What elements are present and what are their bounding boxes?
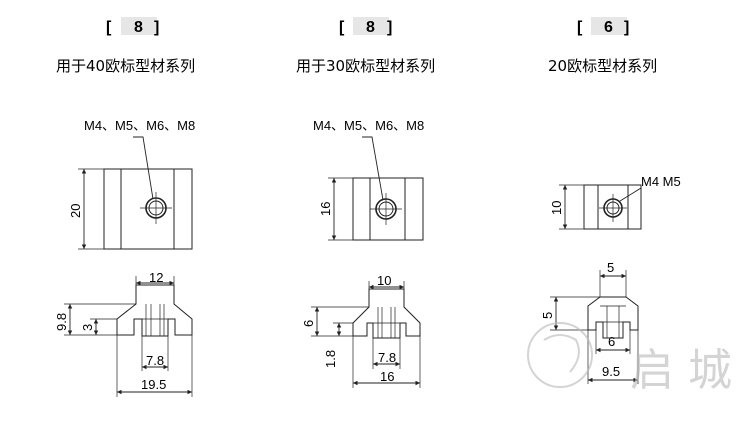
header-col-3: [ 6 ] 20欧标型材系列 <box>548 17 657 75</box>
col3-dim-base: 9.5 <box>602 364 620 379</box>
col2-thread-label: M4、M5、M6、M8 <box>313 118 424 133</box>
col2-profile-view <box>311 281 421 388</box>
col2-height-label: 16 <box>318 202 333 216</box>
col3-nut-outline <box>587 296 639 339</box>
header-2-bracket-left: [ <box>339 19 345 36</box>
header-1-number: 8 <box>134 19 143 36</box>
col3-dim-total-h: 5 <box>540 312 555 319</box>
col3-height-label: 10 <box>549 201 564 215</box>
header-2-subtitle: 用于30欧标型材系列 <box>296 57 435 75</box>
col1-dim-lower-h: 3 <box>80 324 95 331</box>
header-2-bracket-right: ] <box>387 19 392 36</box>
header-1-box <box>121 17 157 35</box>
watermark-text: 启 城 <box>630 345 732 396</box>
col2-dim-total-h: 6 <box>301 320 316 327</box>
header-3-box <box>591 17 627 35</box>
col2-nut-body <box>352 177 424 241</box>
col3-top-view <box>559 184 642 230</box>
col2-leader-line <box>362 136 384 201</box>
col2-dim-base: 16 <box>380 369 394 384</box>
col1-dim-slot: 7.8 <box>146 353 164 368</box>
col1-profile-view <box>64 276 193 397</box>
header-3-subtitle: 20欧标型材系列 <box>548 57 657 75</box>
header-3-bracket-left: [ <box>577 19 583 36</box>
col2-nut-outline <box>352 288 421 339</box>
col3-thread-label: M4 M5 <box>641 174 681 189</box>
col2-dim-lower-h: 1.8 <box>323 350 338 368</box>
col1-nut-outline <box>116 284 193 337</box>
col1-dim-top: 12 <box>149 270 163 285</box>
header-1-bracket-right: ] <box>154 19 159 36</box>
col2-top-view <box>328 136 424 241</box>
col3-profile-view <box>550 270 639 384</box>
header-2-number: 8 <box>366 19 375 36</box>
header-col-2: [ 8 ] 用于30欧标型材系列 <box>296 17 435 75</box>
col1-leader-line <box>133 136 154 200</box>
col1-dim-base: 19.5 <box>141 377 166 392</box>
col3-nut-body <box>583 184 642 230</box>
header-3-bracket-right: ] <box>624 19 629 36</box>
col2-dim-slot: 7.8 <box>378 350 396 365</box>
watermark-ring <box>527 322 593 388</box>
col1-thread-label: M4、M5、M6、M8 <box>84 118 195 133</box>
col1-height-label: 20 <box>68 204 83 218</box>
col3-dim-top: 5 <box>607 260 614 275</box>
header-3-number: 6 <box>604 19 613 36</box>
header-1-subtitle: 用于40欧标型材系列 <box>56 57 195 75</box>
col1-top-view <box>78 136 193 250</box>
header-2-box <box>353 17 389 35</box>
col1-dim-total-h: 9.8 <box>54 313 69 331</box>
col2-dim-top: 10 <box>377 273 391 288</box>
col3-leader-line <box>619 187 642 202</box>
watermark: 启 城 <box>527 322 732 396</box>
col3-dim-slot: 6 <box>608 334 615 349</box>
header-1-bracket-left: [ <box>106 19 112 36</box>
header-col-1: [ 8 ] 用于40欧标型材系列 <box>56 17 195 75</box>
col1-nut-body <box>103 168 193 250</box>
